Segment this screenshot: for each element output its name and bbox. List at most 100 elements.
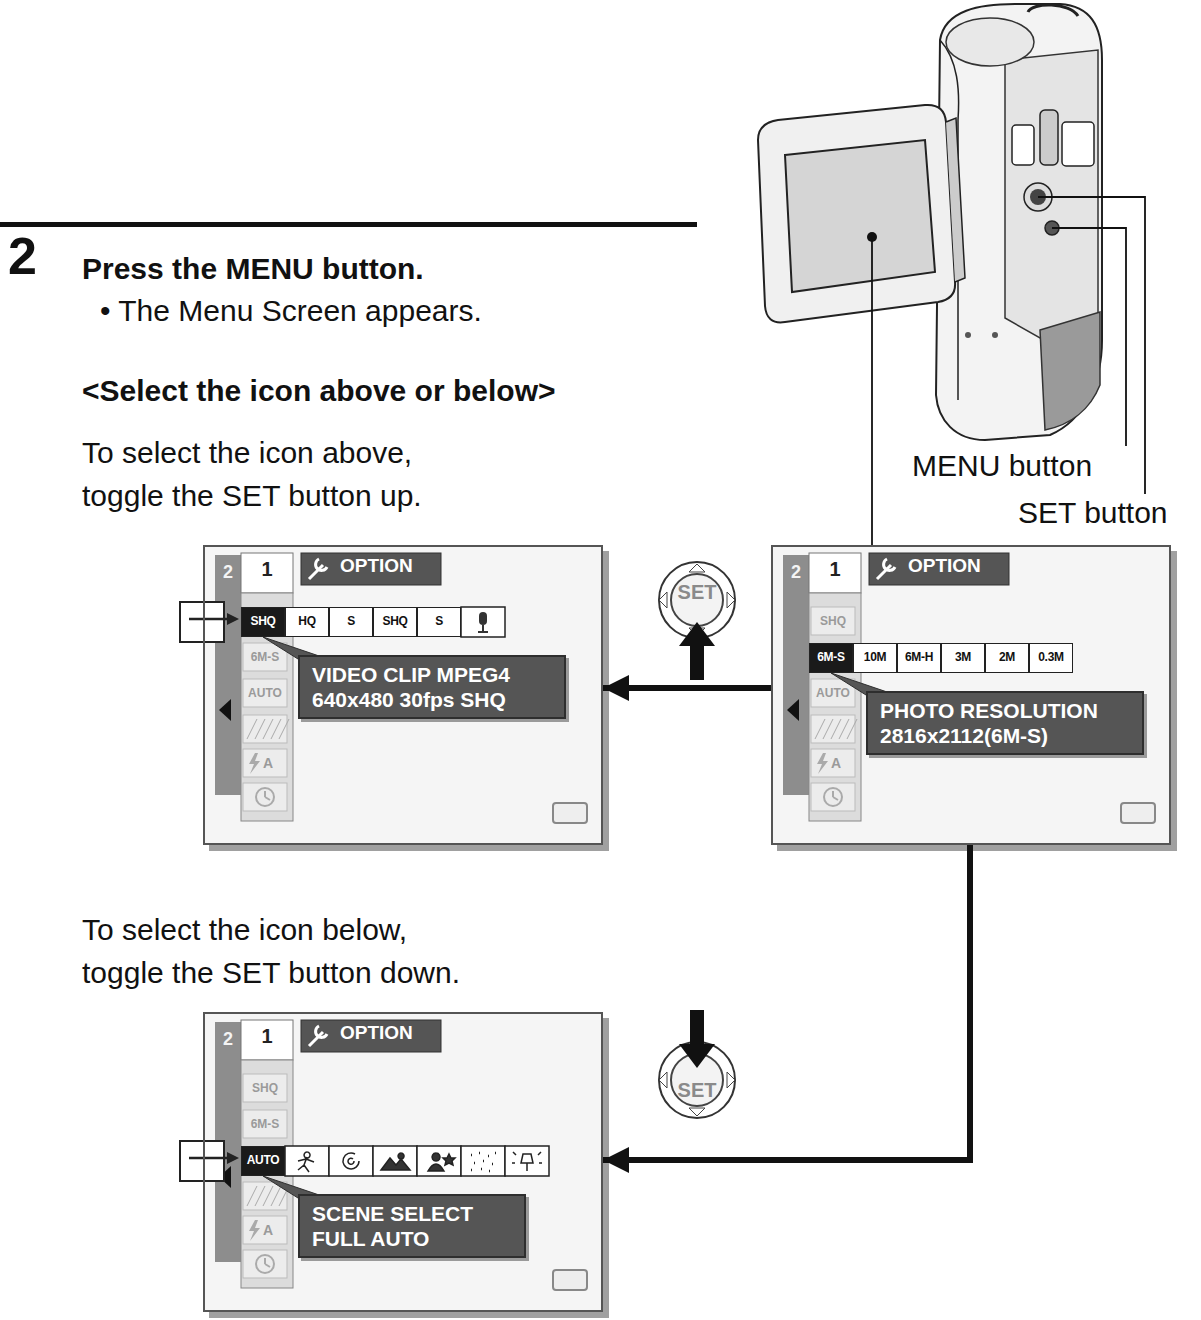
tab bbox=[241, 1020, 293, 1060]
selection-arrow bbox=[189, 1157, 229, 1160]
timer-icon bbox=[824, 788, 842, 806]
timer-hand bbox=[265, 1258, 270, 1267]
flash-icon-text: A bbox=[263, 1216, 283, 1244]
tab-number: 1 bbox=[809, 557, 861, 581]
hatch-stroke bbox=[271, 719, 281, 739]
scene-icon-box bbox=[417, 1146, 461, 1176]
battery-icon bbox=[1121, 803, 1155, 823]
sidebar-slot bbox=[243, 1250, 287, 1278]
selection-marker bbox=[180, 602, 224, 642]
leader-line bbox=[871, 237, 873, 545]
bottom-band bbox=[1040, 312, 1100, 430]
mic-box bbox=[461, 607, 505, 637]
selection-arrowhead bbox=[227, 613, 239, 625]
option-tab bbox=[301, 553, 441, 585]
scroll-triangle bbox=[219, 699, 231, 721]
flash-icon-text: A bbox=[263, 749, 283, 777]
selected-icon: 6M-S bbox=[809, 643, 853, 673]
sidebar-icon: SHQ bbox=[243, 1074, 287, 1102]
wrench-icon bbox=[877, 559, 895, 579]
flash-icon-text: A bbox=[831, 749, 851, 777]
flash-icon bbox=[817, 753, 828, 774]
selection-arrow bbox=[189, 618, 229, 621]
timer-hand bbox=[833, 791, 838, 800]
scene-icon bbox=[343, 1153, 359, 1169]
tab bbox=[809, 553, 861, 593]
heading-rule bbox=[0, 222, 697, 227]
scene-icon-box bbox=[505, 1146, 549, 1176]
battery-icon bbox=[553, 803, 587, 823]
wheel bbox=[1040, 110, 1058, 165]
scroll-triangle bbox=[787, 699, 799, 721]
step-heading: Press the MENU button. bbox=[82, 251, 424, 287]
hatch-stroke bbox=[255, 719, 265, 739]
tab-title: OPTION bbox=[340, 554, 413, 578]
sidebar-slot bbox=[243, 783, 287, 811]
info-callout: VIDEO CLIP MPEG4 640x480 30fps SHQ bbox=[298, 655, 566, 719]
hatch-stroke bbox=[263, 719, 273, 739]
side-panel bbox=[1005, 50, 1098, 338]
menu-icon: 0.3M bbox=[1029, 643, 1073, 673]
scene-icon bbox=[381, 1153, 410, 1170]
option-tab bbox=[869, 553, 1009, 585]
menu-icon: 2M bbox=[985, 643, 1029, 673]
instruction: To select the icon above, toggle the SET… bbox=[82, 431, 482, 517]
screen-ground bbox=[203, 1012, 603, 1312]
tab-number: 1 bbox=[241, 1024, 293, 1048]
info-callout: SCENE SELECT FULL AUTO bbox=[298, 1194, 526, 1258]
sidebar-icon: AUTO bbox=[811, 679, 855, 707]
step-number: 2 bbox=[8, 226, 37, 286]
menu-screen: OPTION VIDEO CLIP MPEG4 640x480 30fps SHQ bbox=[203, 545, 603, 845]
mic-stand bbox=[478, 625, 488, 632]
callout-text: SCENE SELECT FULL AUTO bbox=[312, 1201, 512, 1251]
tab-number: 2 bbox=[216, 1028, 240, 1050]
hatch-stroke bbox=[279, 719, 289, 739]
tab bbox=[241, 553, 293, 593]
up-arrow bbox=[679, 622, 715, 680]
screen-ground bbox=[771, 545, 1171, 845]
flow-arrow bbox=[603, 845, 970, 1160]
sidebar-slot bbox=[243, 715, 287, 743]
mic-icon bbox=[479, 612, 487, 625]
set-dial-icon bbox=[659, 562, 735, 680]
scene-icon bbox=[428, 1153, 455, 1171]
sidebar-slot bbox=[243, 1216, 287, 1244]
sidebar-slot bbox=[811, 749, 855, 777]
hatch-stroke bbox=[847, 719, 857, 739]
camcorder bbox=[758, 4, 1102, 440]
sidebar-slot bbox=[243, 749, 287, 777]
hatch-stroke bbox=[263, 1186, 273, 1206]
hatch-stroke bbox=[255, 1186, 265, 1206]
record-button bbox=[1062, 122, 1094, 166]
menu-icon: HQ bbox=[285, 607, 329, 637]
tab-strip bbox=[215, 555, 241, 795]
callout-text: PHOTO RESOLUTION 2816x2112(6M-S) bbox=[880, 698, 1130, 748]
selection-arrowhead bbox=[227, 1152, 239, 1164]
down-arrow bbox=[679, 1010, 715, 1068]
body-dot bbox=[992, 332, 998, 338]
wrench-icon bbox=[309, 559, 327, 579]
sidebar-slot bbox=[811, 783, 855, 811]
screen-ground bbox=[203, 545, 603, 845]
leader-line bbox=[1052, 228, 1126, 446]
camera-body bbox=[936, 4, 1102, 440]
sidebar-icon: SHQ bbox=[811, 607, 855, 635]
hatch-stroke bbox=[247, 1186, 257, 1206]
selected-icon: AUTO bbox=[241, 1146, 285, 1176]
lens-housing bbox=[946, 18, 1034, 66]
timer-hand bbox=[265, 791, 270, 800]
hatch-stroke bbox=[271, 1186, 281, 1206]
tab-title: OPTION bbox=[908, 554, 981, 578]
menu-icon: S bbox=[329, 607, 373, 637]
scene-icon-box bbox=[285, 1146, 329, 1176]
menu-icon: SHQ bbox=[373, 607, 417, 637]
flow-arrow bbox=[603, 685, 771, 691]
sidebar-icon: AUTO bbox=[243, 679, 287, 707]
menu-icon: 3M bbox=[941, 643, 985, 673]
dial-text: SET bbox=[667, 1078, 727, 1102]
scene-icon-box bbox=[461, 1146, 505, 1176]
zoom-switch bbox=[1012, 125, 1034, 165]
sidebar-icon: 6M-S bbox=[243, 643, 287, 671]
menu-icon: 10M bbox=[853, 643, 897, 673]
